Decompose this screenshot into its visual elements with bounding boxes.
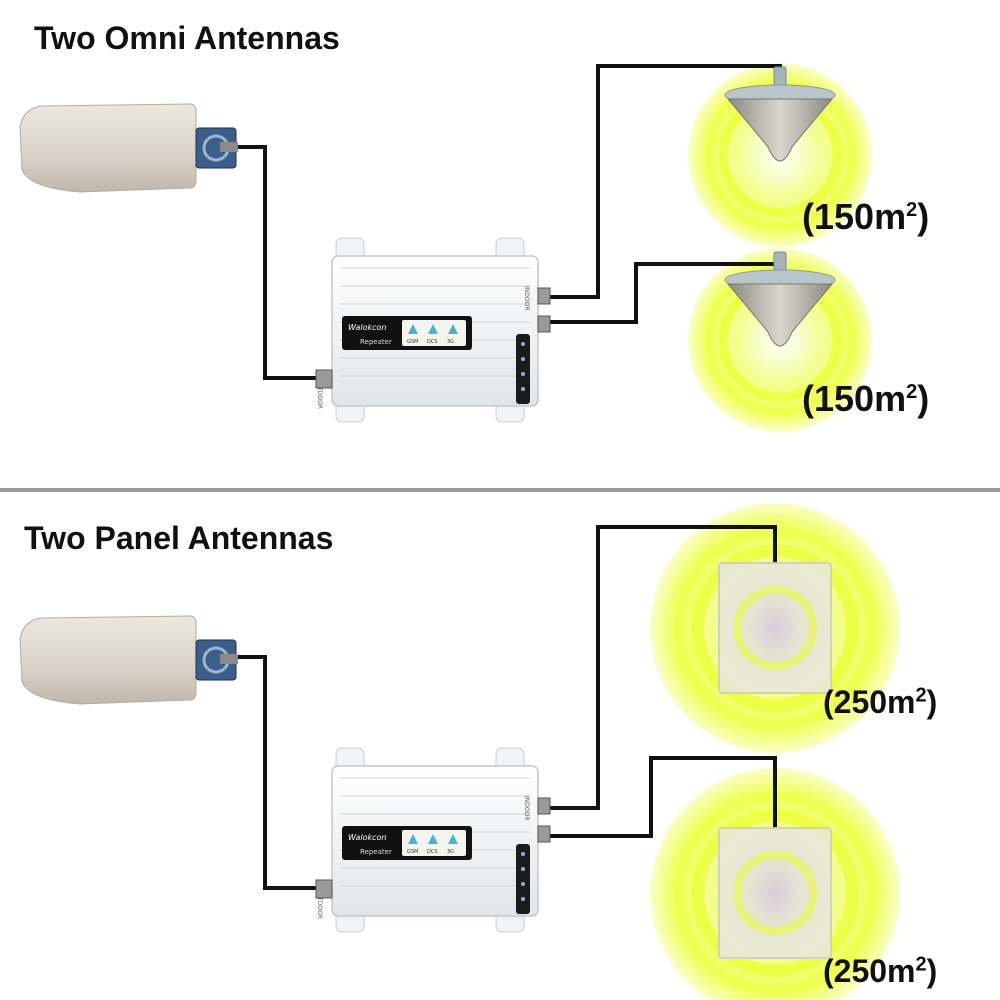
indoor-antenna-1-0: [718, 562, 832, 694]
omni-antenna-dome: [726, 283, 834, 347]
band-label-dcs: DCS: [427, 339, 438, 345]
coverage-label-panel-1: (250m2): [823, 684, 938, 720]
repeater-brand: Walokcon: [348, 323, 387, 332]
omni-antenna-dome: [726, 98, 834, 162]
indoor-port-connector: [537, 797, 551, 815]
indoor-port-connector: [537, 287, 551, 305]
indoor-antenna-0-1: [724, 251, 836, 347]
led-icon: [521, 387, 525, 391]
n-connector: [220, 654, 238, 664]
band-label-dcs: DCS: [427, 849, 438, 855]
n-connector: [220, 142, 238, 152]
panel-signal-ring: [733, 851, 817, 935]
signal-bars-icon: [408, 834, 418, 844]
led-icon: [521, 897, 525, 901]
signal-bars-icon: [428, 834, 438, 844]
section-title-omni: Two Omni Antennas: [34, 20, 340, 56]
led-indicator-strip: [516, 334, 530, 404]
repeater-model-label: Repeater: [360, 848, 392, 856]
repeater-model-label: Repeater: [360, 338, 392, 346]
signal-bars-icon: [428, 324, 438, 334]
band-label-gsm: GSM: [407, 849, 418, 855]
cable-outdoor-0: [232, 145, 320, 380]
port-label-outdoor: OUTDOOR: [316, 378, 323, 409]
band-label-3g: 3G: [447, 339, 454, 345]
indoor-antenna-0-0: [724, 66, 836, 162]
led-icon: [521, 357, 525, 361]
coverage-label-omni-2: (150m2): [802, 378, 930, 419]
indoor-antenna-1-1: [718, 827, 832, 959]
outdoor-port-connector: [315, 369, 333, 389]
signal-bars-icon: [448, 834, 458, 844]
led-icon: [521, 342, 525, 346]
cable-outdoor-1: [232, 655, 320, 890]
led-icon: [521, 372, 525, 376]
panel-signal-ring: [733, 586, 817, 670]
signal-bars-icon: [448, 324, 458, 334]
led-icon: [521, 882, 525, 886]
port-label-indoor: INDOOR: [523, 286, 530, 311]
led-icon: [521, 852, 525, 856]
indoor-port-connector: [537, 825, 551, 843]
led-icon: [521, 867, 525, 871]
section-title-panel: Two Panel Antennas: [24, 520, 334, 556]
coverage-label-omni-1: (150m2): [802, 196, 930, 237]
band-label-3g: 3G: [447, 849, 454, 855]
indoor-port-connector: [537, 315, 551, 333]
outdoor-port-connector: [315, 879, 333, 899]
outdoor-antenna-0: [19, 103, 238, 193]
port-label-indoor: INDOOR: [523, 796, 530, 821]
port-label-outdoor: OUTDOOR: [316, 888, 323, 919]
repeater-brand: Walokcon: [348, 833, 387, 842]
cable-indoor-1-0: [540, 525, 777, 810]
led-indicator-strip: [516, 844, 530, 914]
panel-antenna-body: [718, 827, 832, 959]
panel-antenna-body: [718, 562, 832, 694]
coverage-label-panel-2: (250m2): [823, 953, 938, 989]
outdoor-antenna-1: [19, 615, 238, 705]
cable-indoor-1-1: [540, 756, 777, 838]
band-label-gsm: GSM: [407, 339, 418, 345]
signal-bars-icon: [408, 324, 418, 334]
